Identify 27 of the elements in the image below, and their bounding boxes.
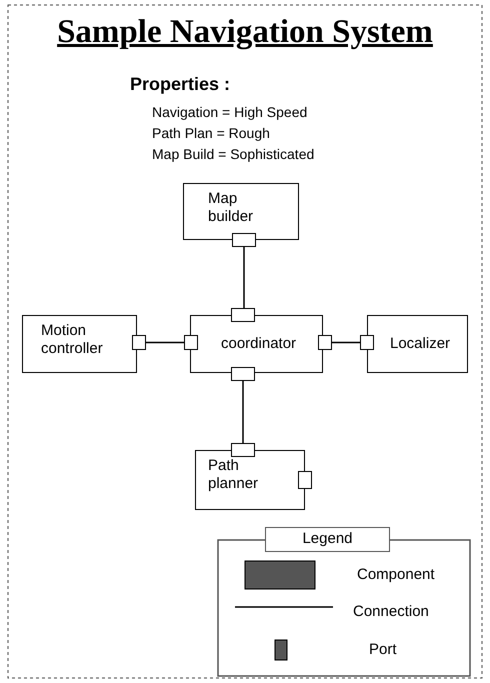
port-box <box>231 367 255 381</box>
component-box: Map builder <box>183 183 299 240</box>
property-text: Map Build = Sophisticated <box>152 146 314 162</box>
port-box <box>231 308 255 322</box>
port-box <box>360 335 374 350</box>
connection-line <box>242 381 244 443</box>
port-box <box>132 335 146 350</box>
property-text: Navigation = High Speed <box>152 104 308 120</box>
connection-line <box>243 247 245 308</box>
legend-title: Legend <box>265 527 390 552</box>
diagram-title: Sample Navigation System <box>56 14 434 51</box>
legend-text: Component <box>357 566 435 583</box>
component-box: coordinator <box>190 315 323 373</box>
port-box <box>232 233 256 247</box>
component-box: Localizer <box>367 315 468 373</box>
properties-heading: Properties : <box>130 74 230 95</box>
port-box <box>318 335 332 350</box>
port-box <box>184 335 198 350</box>
connection-line <box>146 342 184 344</box>
component-box: Motion controller <box>22 315 137 373</box>
port-box <box>231 443 255 457</box>
port-box <box>298 471 312 489</box>
legend-text: Port <box>369 641 397 658</box>
legend-text: Connection <box>353 603 429 620</box>
connection-line <box>332 342 360 344</box>
property-text: Path Plan = Rough <box>152 125 270 141</box>
component-box: Path planner <box>195 450 305 510</box>
